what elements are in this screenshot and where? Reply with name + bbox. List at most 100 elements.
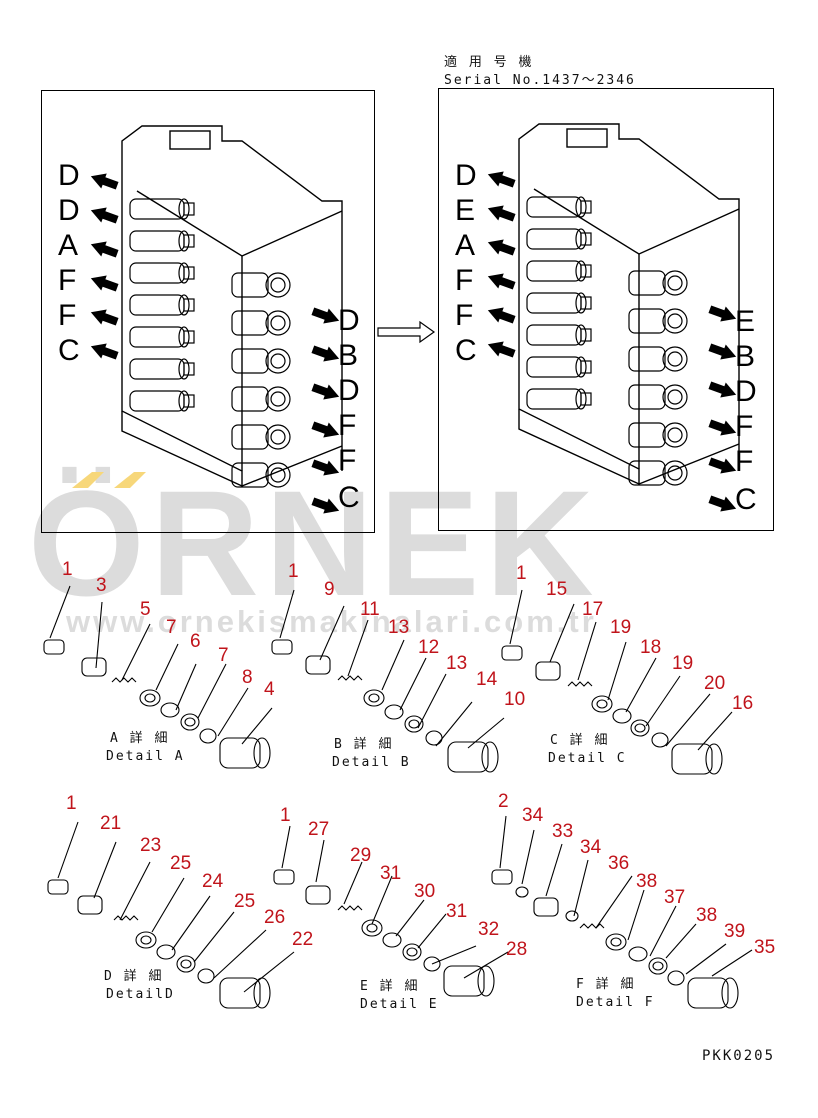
callout-a-1: 3 <box>96 575 107 596</box>
callout-d-5: 25 <box>234 891 256 912</box>
callout-a-7: 4 <box>264 679 275 700</box>
callout-c-0: 1 <box>516 563 527 584</box>
callout-e-2: 29 <box>350 845 372 866</box>
port-label-left-2: A <box>58 229 79 262</box>
callout-f-6: 37 <box>664 887 686 908</box>
detail-f-jp: F 詳 細 <box>576 977 636 992</box>
port-label-right-3: F <box>735 410 754 443</box>
watermark-umlaut-accent <box>70 470 150 494</box>
callout-b-7: 10 <box>504 689 526 710</box>
detail-a-jp: A 詳 細 <box>110 731 170 746</box>
port-label-right-5: C <box>338 481 360 514</box>
port-label-right-0: D <box>338 304 360 337</box>
spool-group-left <box>526 196 592 410</box>
callout-f-1: 34 <box>522 805 544 826</box>
callout-e-4: 30 <box>414 881 436 902</box>
callout-c-7: 16 <box>732 693 754 714</box>
plug-group-right <box>231 272 291 488</box>
control-valve-drawing <box>485 123 740 517</box>
port-label-left-3: F <box>455 264 474 297</box>
callout-c-4: 18 <box>640 637 662 658</box>
drawing-code: PKK0205 <box>702 1048 776 1064</box>
callout-f-0: 2 <box>498 791 509 812</box>
callout-b-2: 11 <box>360 599 380 620</box>
callout-e-6: 32 <box>478 919 500 940</box>
callout-c-3: 19 <box>610 617 632 638</box>
port-label-right-1: B <box>338 339 359 372</box>
callout-a-3: 7 <box>166 617 177 638</box>
detail-d-exploded-parts <box>47 821 295 1009</box>
callout-f-7: 38 <box>696 905 718 926</box>
detail-d-title: DetailD <box>106 987 175 1002</box>
arrow-group-left <box>485 166 517 362</box>
valve-view-panel-right: D E A F F C E B D F F C <box>438 88 774 531</box>
callout-b-5: 13 <box>446 653 468 674</box>
serial-number-range: Serial No.1437～2346 <box>444 73 636 88</box>
callout-d-7: 22 <box>292 929 314 950</box>
detail-b-exploded-parts <box>271 589 505 773</box>
callout-c-5: 19 <box>672 653 694 674</box>
callout-a-0: 1 <box>62 559 73 580</box>
arrow-group-left <box>88 173 120 364</box>
port-label-left-4: F <box>455 299 474 332</box>
callout-d-2: 23 <box>140 835 162 856</box>
port-label-right-1: B <box>735 340 756 373</box>
callout-b-4: 12 <box>418 637 440 658</box>
spool-group-left <box>129 198 195 412</box>
callout-f-8: 39 <box>724 921 746 942</box>
callout-d-6: 26 <box>264 907 286 928</box>
detail-a-title: Detail A <box>106 749 185 764</box>
callout-f-9: 35 <box>754 937 776 958</box>
detail-e-group: 1 27 29 31 30 31 32 28 E 詳 細 Detail E <box>262 806 542 1026</box>
plug-group-right <box>628 270 688 486</box>
callout-f-4: 36 <box>608 853 630 874</box>
detail-f-exploded-parts <box>491 815 753 1009</box>
port-label-left-5: C <box>58 334 80 367</box>
callout-c-1: 15 <box>546 579 568 600</box>
callout-a-5: 7 <box>218 645 229 666</box>
detail-e-exploded-parts <box>273 825 509 997</box>
callout-d-0: 1 <box>66 793 77 814</box>
detail-c-jp: C 詳 細 <box>550 733 610 748</box>
callout-f-3: 34 <box>580 837 602 858</box>
detail-a-exploded-parts <box>43 585 273 769</box>
callout-e-3: 31 <box>380 863 402 884</box>
callout-d-3: 25 <box>170 853 192 874</box>
port-label-left-0: D <box>58 159 80 192</box>
port-label-left-4: F <box>58 299 77 332</box>
detail-c-exploded-parts <box>501 589 733 775</box>
callout-a-6: 8 <box>242 667 253 688</box>
watermark-logo: ÖRNEK <box>28 459 600 627</box>
callout-f-5: 38 <box>636 871 658 892</box>
callout-b-1: 9 <box>324 579 335 600</box>
detail-f-group: 2 34 33 34 36 38 37 38 39 35 F 詳 細 Detai… <box>480 788 780 1028</box>
detail-c-title: Detail C <box>548 751 627 766</box>
detail-b-group: 1 9 11 13 12 13 14 10 B 詳 細 Detail B <box>258 562 538 802</box>
port-label-right-5: C <box>735 483 757 516</box>
port-label-right-0: E <box>735 305 756 338</box>
control-valve-drawing <box>88 125 343 519</box>
detail-f-title: Detail F <box>576 995 655 1010</box>
detail-d-jp: D 詳 細 <box>104 969 164 984</box>
port-label-left-5: C <box>455 334 477 367</box>
callout-d-1: 21 <box>100 813 122 834</box>
watermark-url: www.ornekismakinalari.com.tr <box>66 604 597 639</box>
port-label-right-4: F <box>735 445 754 478</box>
port-label-left-3: F <box>58 264 77 297</box>
detail-b-jp: B 詳 細 <box>334 737 394 752</box>
port-label-left-2: A <box>455 229 476 262</box>
detail-d-group: 1 21 23 25 24 25 26 22 D 詳 細 DetailD <box>34 792 324 1022</box>
arrow-group-right <box>310 307 342 519</box>
callout-a-4: 6 <box>190 631 201 652</box>
detail-c-group: 1 15 17 19 18 19 20 16 C 詳 細 Detail C <box>486 562 766 802</box>
callout-b-0: 1 <box>288 561 299 582</box>
callout-b-6: 14 <box>476 669 498 690</box>
port-label-left-1: D <box>58 194 80 227</box>
transition-arrow-icon <box>376 320 436 348</box>
detail-a-group: 1 3 5 7 6 7 8 4 A 詳 細 Detail A <box>30 558 290 798</box>
callout-e-5: 31 <box>446 901 468 922</box>
callout-c-2: 17 <box>582 599 604 620</box>
detail-e-jp: E 詳 細 <box>360 979 420 994</box>
port-label-right-4: F <box>338 444 357 477</box>
detail-b-title: Detail B <box>332 755 411 770</box>
